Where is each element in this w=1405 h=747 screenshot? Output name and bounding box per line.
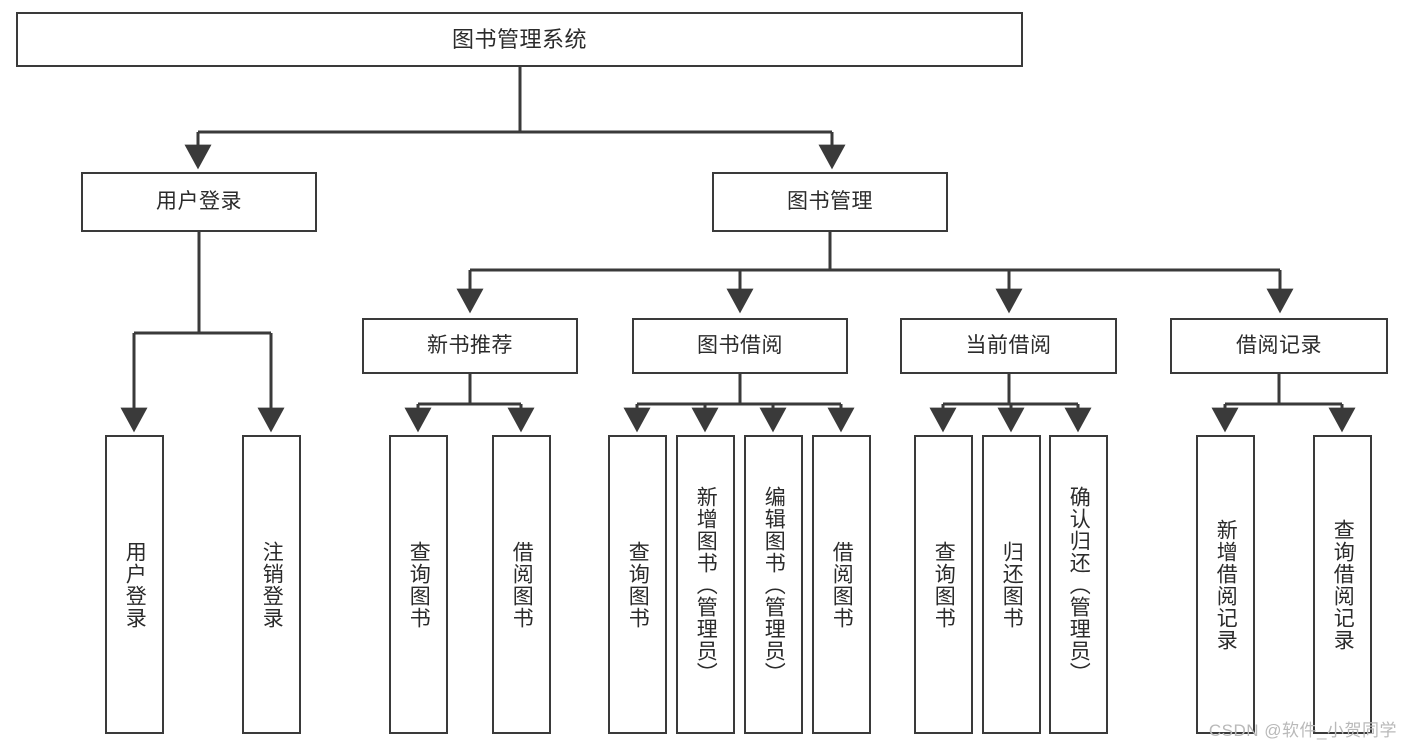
- leaf-book-borrow-edit-admin[interactable]: 编辑图书（管理员）: [744, 435, 803, 734]
- node-borrow-record-label: 借阅记录: [1236, 333, 1322, 357]
- leaf-label: 查询图书: [932, 540, 956, 629]
- leaf-new-book-borrow[interactable]: 借阅图书: [492, 435, 551, 734]
- leaf-label: 用户登录: [123, 540, 147, 629]
- leaf-book-borrow-add-admin[interactable]: 新增图书（管理员）: [676, 435, 735, 734]
- leaf-label: 借阅图书: [510, 540, 534, 629]
- leaf-label: 归还图书: [1000, 540, 1024, 629]
- node-current-borrow-label: 当前借阅: [965, 333, 1052, 357]
- leaf-label: 新增图书（管理员）: [694, 485, 718, 684]
- leaf-current-borrow-confirm-admin[interactable]: 确认归还（管理员）: [1049, 435, 1108, 734]
- leaf-current-borrow-return[interactable]: 归还图书: [982, 435, 1041, 734]
- leaf-label: 注销登录: [260, 540, 284, 629]
- leaf-book-borrow-borrow[interactable]: 借阅图书: [812, 435, 871, 734]
- node-root-label: 图书管理系统: [451, 26, 587, 52]
- leaf-label: 确认归还（管理员）: [1067, 485, 1091, 684]
- node-book-borrow[interactable]: 图书借阅: [632, 318, 848, 374]
- node-borrow-record[interactable]: 借阅记录: [1170, 318, 1388, 374]
- watermark: CSDN @软件_小贺同学: [1208, 721, 1397, 740]
- node-current-borrow[interactable]: 当前借阅: [900, 318, 1117, 374]
- leaf-label: 查询图书: [626, 540, 650, 629]
- leaf-book-borrow-query[interactable]: 查询图书: [608, 435, 667, 734]
- leaf-borrow-record-query[interactable]: 查询借阅记录: [1313, 435, 1372, 734]
- leaf-user-login-logout[interactable]: 注销登录: [242, 435, 301, 734]
- node-book-borrow-label: 图书借阅: [697, 333, 783, 357]
- node-user-login-label: 用户登录: [156, 189, 242, 213]
- node-new-book-recommend[interactable]: 新书推荐: [362, 318, 578, 374]
- leaf-label: 编辑图书（管理员）: [762, 485, 786, 684]
- node-new-book-recommend-label: 新书推荐: [427, 333, 513, 357]
- leaf-new-book-query[interactable]: 查询图书: [389, 435, 448, 734]
- node-book-management[interactable]: 图书管理: [712, 172, 948, 232]
- leaf-borrow-record-add[interactable]: 新增借阅记录: [1196, 435, 1255, 734]
- leaf-label: 借阅图书: [830, 540, 854, 629]
- leaf-current-borrow-query[interactable]: 查询图书: [914, 435, 973, 734]
- leaf-user-login-login[interactable]: 用户登录: [105, 435, 164, 734]
- node-book-management-label: 图书管理: [787, 189, 873, 213]
- leaf-label: 查询借阅记录: [1331, 518, 1355, 651]
- leaf-label: 查询图书: [407, 540, 431, 629]
- node-user-login[interactable]: 用户登录: [81, 172, 317, 232]
- node-root-book-management-system[interactable]: 图书管理系统: [16, 12, 1023, 67]
- leaf-label: 新增借阅记录: [1214, 518, 1238, 651]
